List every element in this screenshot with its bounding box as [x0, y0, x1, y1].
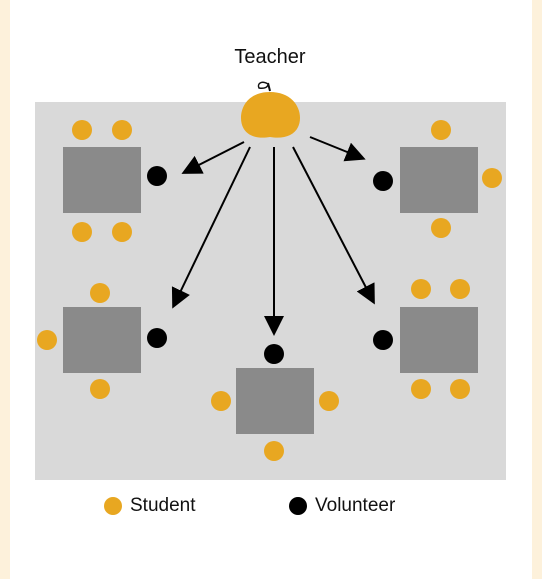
arrow-to-table-mid-left — [171, 146, 251, 309]
arrow-to-table-top-right — [309, 136, 366, 162]
teacher-label: Teacher — [234, 46, 306, 68]
student-seat — [450, 379, 470, 399]
table — [63, 147, 141, 213]
student-seat — [482, 168, 502, 188]
table-group-center — [211, 344, 339, 461]
student-seat — [72, 222, 92, 242]
legend-student: Student — [104, 494, 196, 518]
table — [236, 368, 314, 434]
legend-student-label: Student — [130, 495, 196, 516]
left-border-stripe — [0, 0, 10, 579]
student-seat — [431, 120, 451, 140]
table — [400, 147, 478, 213]
table-group-top-right — [373, 120, 502, 238]
volunteer-seat — [373, 171, 393, 191]
table-group-mid-right — [373, 279, 478, 399]
legend-volunteer: Volunteer — [289, 494, 395, 518]
table-group-top-left — [63, 120, 167, 242]
volunteer-legend-dot — [289, 497, 307, 515]
table — [400, 307, 478, 373]
student-seat — [112, 120, 132, 140]
table — [63, 307, 141, 373]
apple-icon — [241, 81, 300, 138]
volunteer-seat — [147, 166, 167, 186]
student-seat — [211, 391, 231, 411]
student-legend-dot — [104, 497, 122, 515]
student-seat — [411, 279, 431, 299]
student-seat — [72, 120, 92, 140]
student-seat — [37, 330, 57, 350]
teacher-arrows — [171, 136, 375, 336]
student-seat — [90, 283, 110, 303]
student-seat — [264, 441, 284, 461]
student-seat — [431, 218, 451, 238]
arrow-to-table-top-left — [181, 141, 245, 174]
student-seat — [450, 279, 470, 299]
volunteer-seat — [373, 330, 393, 350]
legend-volunteer-label: Volunteer — [315, 495, 396, 516]
student-seat — [319, 391, 339, 411]
table-group-mid-left — [37, 283, 167, 399]
arrow-to-table-mid-right — [292, 146, 375, 305]
student-seat — [112, 222, 132, 242]
student-seat — [90, 379, 110, 399]
volunteer-seat — [147, 328, 167, 348]
right-border-stripe — [532, 0, 542, 579]
student-seat — [411, 379, 431, 399]
volunteer-seat — [264, 344, 284, 364]
